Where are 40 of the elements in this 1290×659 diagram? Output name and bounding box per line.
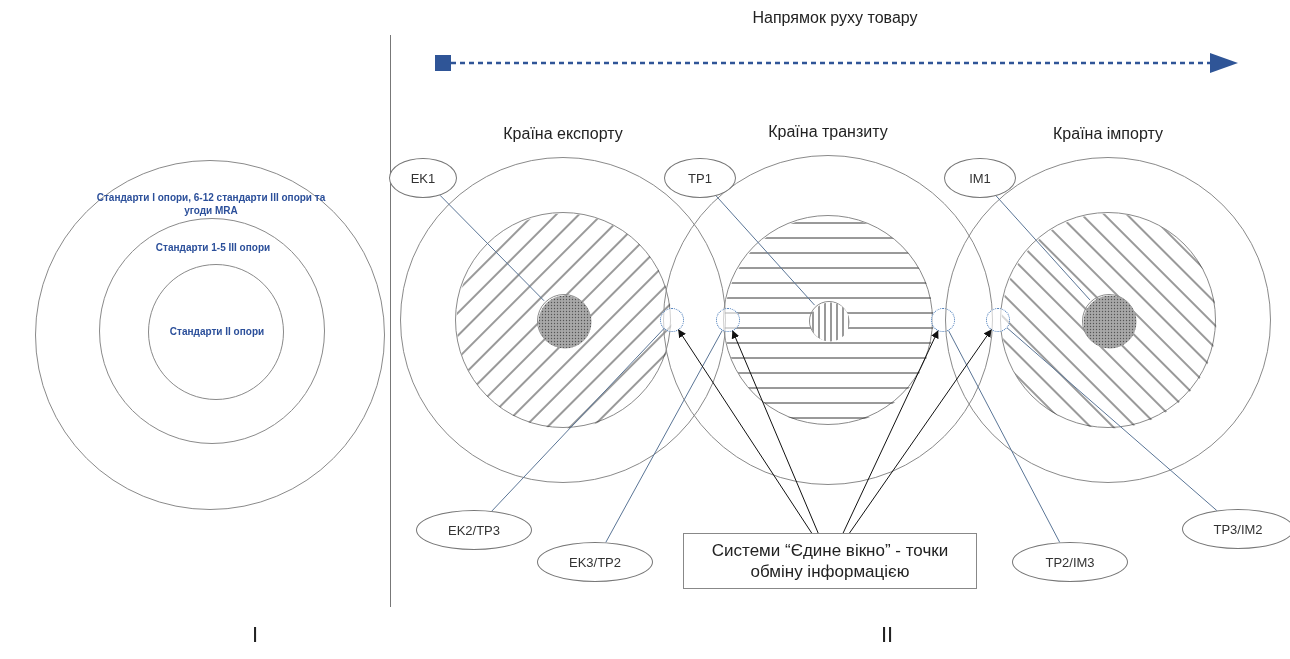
zone-label: Стандарти II опори [168,325,266,338]
arrow [842,330,939,534]
zone-label: Стандарти I опори, 6-12 стандарти III опори та угоди MRA [95,191,327,217]
leader-line [605,330,723,543]
callout-text: TP2/IM3 [1045,554,1095,570]
callout-text: EK2/TP3 [448,522,500,538]
core-circle [809,301,849,341]
leader-line [439,194,545,302]
leader-line [491,328,665,512]
zone-title: Країна експорту [502,125,624,143]
core-circle [537,294,591,348]
callout-text: TP1 [688,170,712,186]
callout-text: TP3/IM2 [1213,521,1263,537]
callout-text: EK3/TP2 [569,554,621,570]
arrow [731,330,819,534]
note-box [683,533,977,589]
core-circle [1082,294,1136,348]
zone-label: Стандарти 1-5 III опори [154,241,272,254]
arrow [678,329,813,534]
arrow [849,329,992,534]
zone-title: Країна транзиту [767,123,889,141]
leader-line [948,330,1061,543]
leader-line [1006,327,1218,511]
hatched-circle [455,212,671,428]
leader-line [995,195,1091,301]
callout-text: EK1 [410,170,436,186]
section-numeral: I [251,622,259,648]
exchange-point-circle [986,308,1010,332]
callout-text: IM1 [969,170,991,186]
callout-ellipse [1182,509,1290,549]
note-text: Системи “Єдине вікно” - точки обміну інформацією [710,539,950,583]
hatched-circle [1000,212,1216,428]
zone-title: Країна імпорту [1052,125,1164,143]
direction-label: Напрямок руху товару [752,9,918,27]
section-numeral: II [880,622,894,648]
callout-ellipse [389,158,457,198]
leader-line [715,195,816,306]
exchange-point-circle [931,308,955,332]
exchange-point-circle [660,308,684,332]
exchange-point-circle [716,308,740,332]
